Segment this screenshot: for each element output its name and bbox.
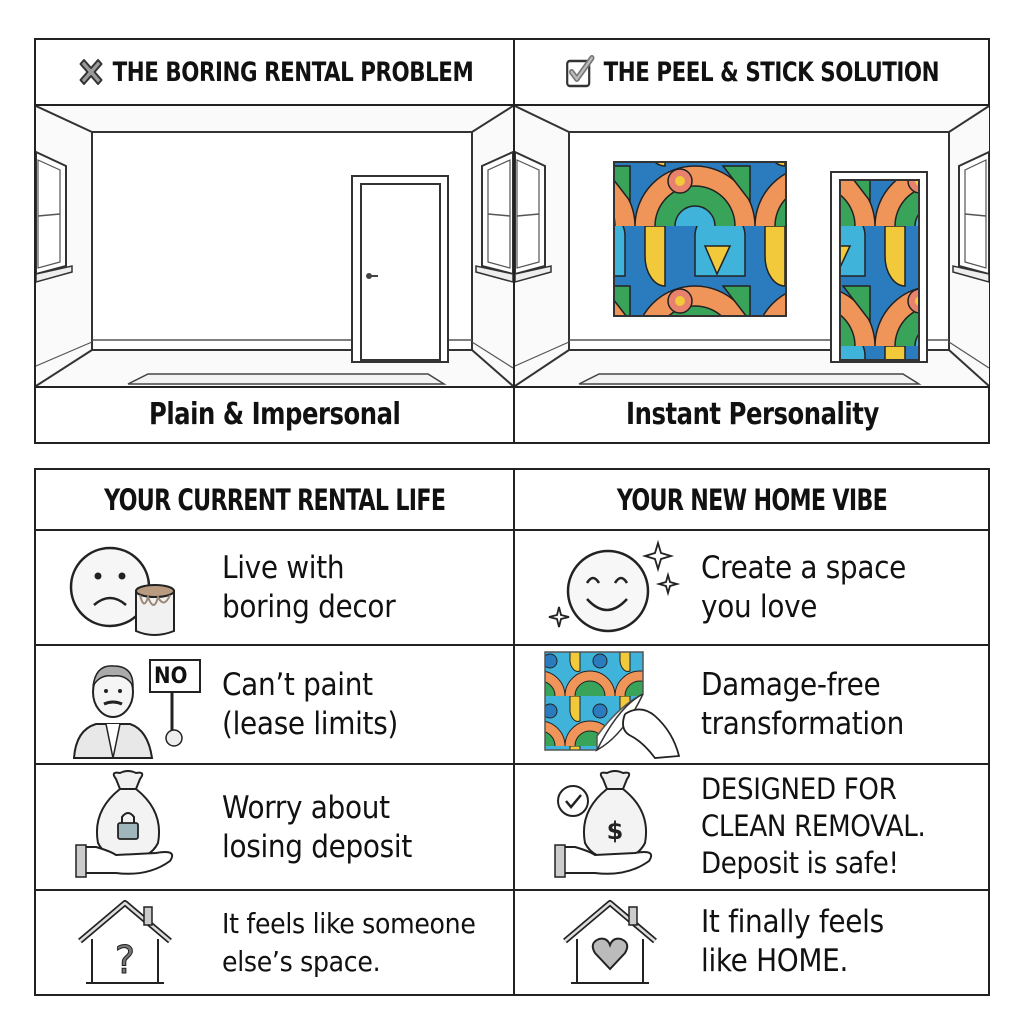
comparison-row-right: Create a space you love [515, 531, 989, 644]
row-text: Live with boring decor [222, 550, 396, 625]
comparison-row-left: Worry about losing deposit [36, 765, 513, 889]
comparison-row-right: Damage-free transformation [515, 646, 989, 763]
solution-header: THE PEEL & STICK SOLUTION [543, 40, 960, 104]
row-divider [36, 644, 988, 646]
row-text: Create a space you love [701, 550, 907, 625]
column-divider [513, 470, 515, 994]
comparison-row-left: Live with boring decor [36, 531, 513, 644]
landlord-no-sign-icon [72, 659, 201, 759]
x-mark-icon [76, 55, 106, 89]
money-bag-dollar-check-hand-icon: $ [554, 770, 653, 878]
row-divider [36, 104, 988, 106]
money-bag-lock-hand-icon [75, 770, 174, 878]
row-text: DESIGNED FOR CLEAN REMOVAL. Deposit is s… [701, 772, 926, 880]
solution-header-text: THE PEEL & STICK SOLUTION [603, 56, 940, 88]
comparison-row-right: $ DESIGNED FOR CLEAN REMOVAL. Deposit is… [515, 765, 989, 889]
current-life-header-text: YOUR CURRENT RENTAL LIFE [103, 482, 446, 517]
new-vibe-header-text: YOUR NEW HOME VIBE [616, 482, 888, 517]
column-divider [513, 40, 515, 442]
empty-room-illustration [36, 106, 513, 386]
comparison-row-right: It finally feels like HOME. [515, 891, 989, 993]
row-divider [36, 529, 988, 531]
checkbox-checked-icon [565, 54, 597, 90]
row-text: Worry about losing deposit [222, 790, 412, 865]
new-vibe-header: YOUR NEW HOME VIBE [515, 470, 989, 529]
svg-text:?: ? [115, 938, 135, 982]
solution-caption-text: Instant Personality [625, 397, 879, 432]
problem-caption: Plain & Impersonal [36, 388, 513, 441]
svg-text:$: $ [607, 817, 624, 845]
current-life-header: YOUR CURRENT RENTAL LIFE [36, 470, 513, 529]
row-text: It feels like someone else’s space. [222, 907, 476, 978]
row-text: It finally feels like HOME. [701, 904, 884, 979]
row-divider [36, 386, 988, 388]
wall-mural [613, 161, 787, 317]
no-sign-label: NO [154, 664, 188, 689]
problem-caption-text: Plain & Impersonal [148, 397, 401, 432]
row-text: Can’t paint (lease limits) [222, 667, 399, 742]
happy-face-sparkles-icon [548, 539, 681, 633]
decorated-room-illustration [515, 106, 989, 386]
comparison-row-left: NO Can’t paint (lease limits) [36, 646, 513, 763]
sad-face-paint-can-icon [69, 546, 175, 636]
peeling-decal-hand-icon [544, 651, 681, 759]
before-after-panel: THE BORING RENTAL PROBLEM THE PEEL & STI… [34, 38, 990, 444]
problem-header: THE BORING RENTAL PROBLEM [65, 40, 485, 104]
row-text: Damage-free transformation [701, 667, 904, 742]
problem-header-text: THE BORING RENTAL PROBLEM [112, 56, 474, 88]
solution-caption: Instant Personality [515, 388, 989, 441]
row-divider [36, 889, 988, 891]
comparison-row-left: ? It feels like someone else’s space. [36, 891, 513, 993]
comparison-table: YOUR CURRENT RENTAL LIFE YOUR NEW HOME V… [34, 468, 990, 996]
house-question-icon: ? [78, 900, 172, 984]
house-heart-icon [563, 900, 657, 984]
row-divider [36, 763, 988, 765]
